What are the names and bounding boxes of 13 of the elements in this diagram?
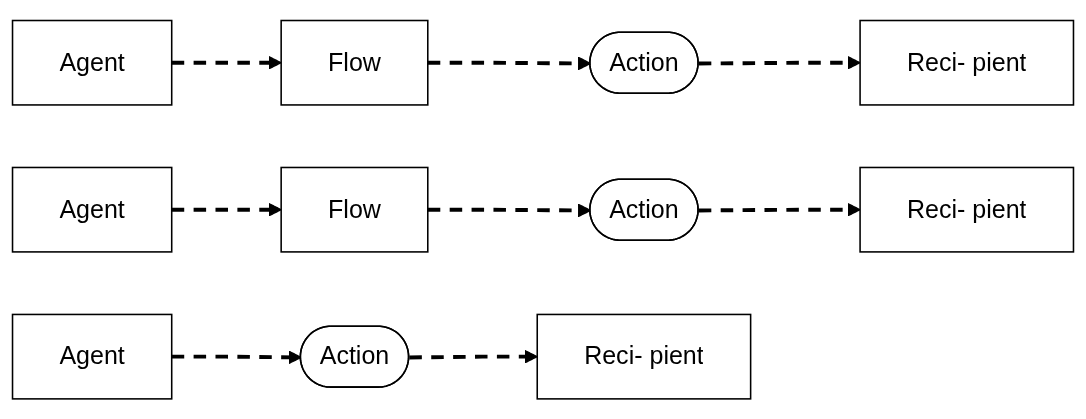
- node-box: Reci- pient: [859, 166, 1075, 253]
- node-box: Agent: [11, 166, 173, 253]
- node-box: Agent: [11, 19, 173, 106]
- node-box: Reci- pient: [536, 313, 752, 400]
- arrow: [409, 349, 538, 364]
- arrow: [171, 202, 282, 217]
- node-box: Flow: [280, 19, 429, 106]
- arrow: [698, 202, 861, 217]
- arrow: [698, 55, 861, 70]
- arrow: [171, 55, 282, 70]
- node-box: Flow: [280, 166, 429, 253]
- node-box: Reci- pient: [859, 19, 1075, 106]
- node-box: Agent: [11, 313, 173, 400]
